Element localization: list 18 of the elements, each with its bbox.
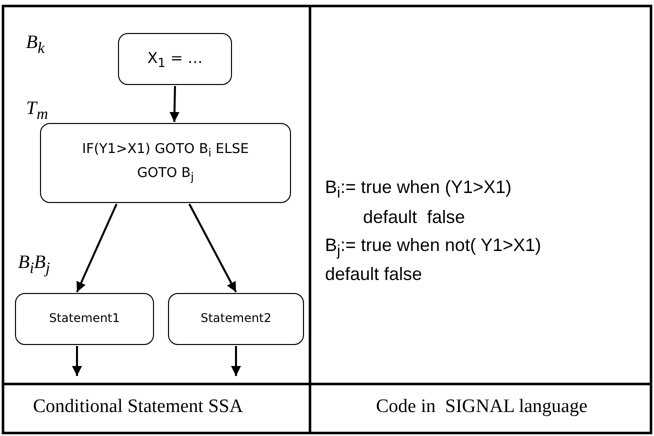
code-line: default false: [363, 207, 466, 228]
process-box: Statement2: [168, 293, 304, 345]
process-box: Statement1: [15, 293, 154, 345]
arrow: [188, 204, 237, 292]
arrow: [169, 86, 180, 122]
process-box: X$_{1}$ = …: [118, 33, 232, 85]
arrow: [72, 346, 82, 376]
column-caption: Conditional Statement SSA: [33, 396, 244, 418]
code-line: default false: [325, 264, 422, 285]
block-label: T$_{m}$: [26, 98, 48, 124]
process-box: IF(Y1>X1) GOTO B$_{i}$ ELSE GOTO B$_{j}$: [40, 123, 291, 203]
code-line: B$_{i}$:= true when (Y1>X1): [325, 177, 512, 202]
column-caption: Code in SIGNAL language: [376, 396, 588, 418]
arrow: [231, 346, 241, 376]
code-line: B$_{j}$:= true when not( Y1>X1): [325, 235, 542, 260]
block-label: B$_{i}$B$_{j}$: [18, 252, 50, 278]
block-label: B$_{k}$: [26, 32, 45, 58]
arrow: [76, 204, 118, 292]
